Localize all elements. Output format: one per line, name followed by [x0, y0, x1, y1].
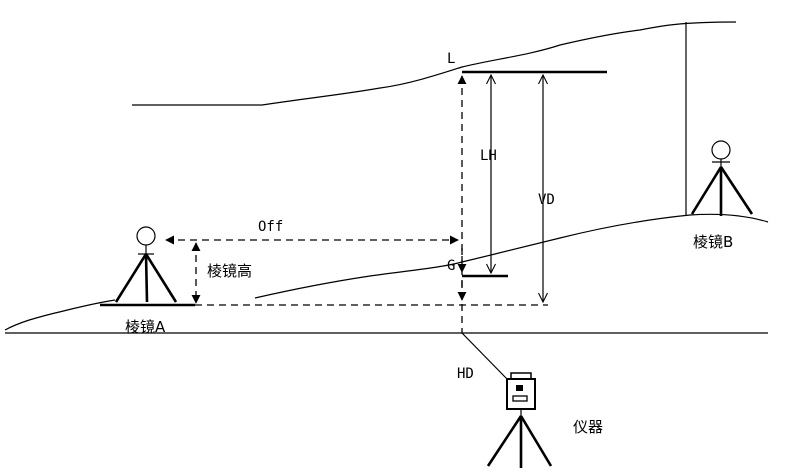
label-l: L — [447, 51, 455, 67]
label-lh: LH — [480, 148, 497, 164]
lower-terrain-line — [4, 213, 769, 331]
prism-b-tripod-icon — [690, 140, 754, 216]
label-vd: VD — [538, 192, 555, 208]
label-hd: HD — [457, 366, 474, 382]
hd-line — [461, 332, 509, 381]
upper-terrain-line — [132, 21, 737, 106]
prism-a-tripod-icon — [114, 226, 178, 303]
instrument-icon — [486, 372, 553, 468]
label-off: Off — [258, 219, 283, 235]
label-instrument: 仪器 — [573, 418, 603, 436]
label-g: G — [447, 258, 455, 274]
label-prism-a: 棱镜A — [125, 318, 166, 336]
label-prism-height: 棱镜高 — [207, 262, 252, 280]
label-prism-b: 棱镜B — [693, 233, 733, 251]
